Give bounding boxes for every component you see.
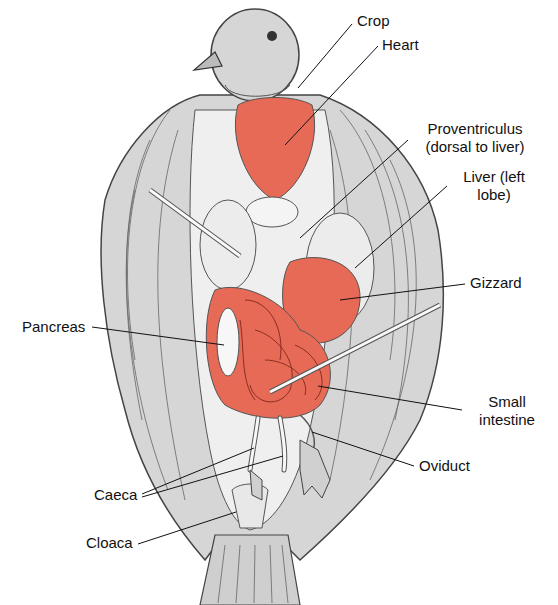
eye — [267, 31, 277, 41]
caeca-fill — [250, 418, 258, 470]
crop — [225, 85, 290, 96]
organ-label: Pancreas — [20, 318, 87, 336]
pancreas — [217, 308, 239, 376]
organ-label: Crop — [355, 12, 392, 30]
feet — [250, 440, 330, 500]
leader-lines — [92, 24, 465, 544]
vessels — [246, 197, 298, 227]
organ-label: Liver (left lobe) — [449, 168, 539, 204]
caeca-fill — [280, 418, 285, 470]
body-outline — [101, 95, 443, 560]
organ-label: Proventriculus (dorsal to liver) — [410, 120, 540, 156]
heart — [235, 98, 314, 201]
beak — [194, 52, 222, 70]
tail — [200, 535, 300, 605]
cloaca — [232, 484, 268, 528]
head — [211, 9, 299, 101]
organ-label: Cloaca — [84, 534, 135, 552]
small-intestine — [206, 287, 330, 418]
caeca — [280, 418, 285, 470]
organ-label: Small intestine — [464, 393, 550, 429]
dissecting-pins — [150, 190, 440, 392]
organ-label: Heart — [380, 36, 421, 54]
organ-label: Gizzard — [468, 274, 524, 292]
organ-label: Oviduct — [417, 457, 472, 475]
organ-label: Caeca — [92, 486, 139, 504]
caeca — [250, 418, 258, 470]
